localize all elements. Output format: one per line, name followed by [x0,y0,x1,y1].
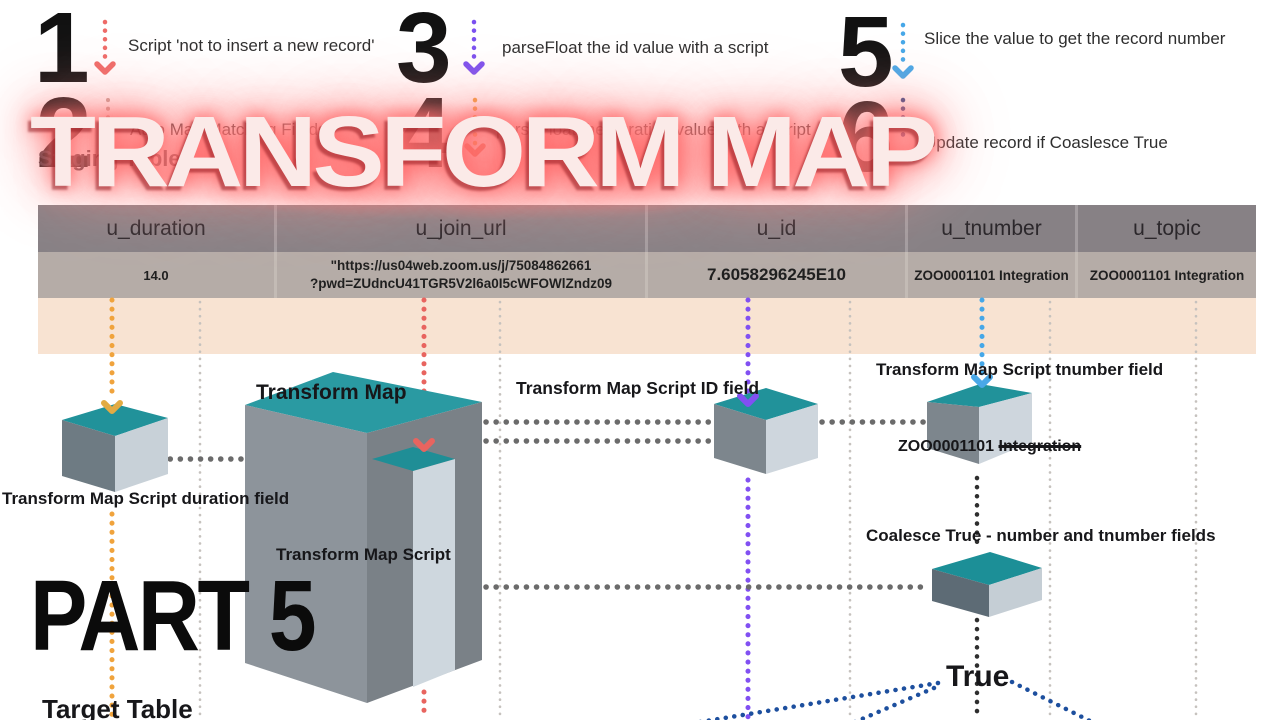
cell-text: 14.0 [143,267,169,283]
step3-arrowhead [463,61,485,75]
cell-u-topic: ZOO0001101 Integration [1075,252,1256,298]
step-1-label: Script 'not to insert a new record' [128,36,375,55]
step-5-label: Slice the value to get the record number [924,29,1226,48]
transform-map-script-label: Transform Map Script [276,545,451,564]
transform-map-cube [245,372,482,703]
part-label: PART 5 [30,560,317,672]
step-3-label: parseFloat the id value with a script [502,38,769,57]
transform-map-script-box [372,447,455,687]
cell-u-duration: 14.0 [38,252,274,298]
tnumber-value-struck: Integration [998,438,1082,455]
step-6-label: Update record if Coaslesce True [924,133,1168,152]
staging-table-value-row: 14.0 "https://us04web.zoom.us/j/75084862… [38,252,1256,298]
step1-arrowhead [94,61,116,75]
col-header-text: u_topic [1133,216,1201,240]
transform-map-label: Transform Map [256,381,407,404]
cell-text-line1: "https://us04web.zoom.us/j/75084862661 [330,257,592,273]
cell-text: ZOO0001101 Integration [914,267,1069,283]
joinurl-arrowhead [413,438,435,452]
true-branch-rays [698,679,1094,720]
coalesce-box [932,552,1042,617]
tnumber-value-label: ZOO0001101 Integration [898,438,1081,456]
cell-u-join-url: "https://us04web.zoom.us/j/75084862661 ?… [274,252,645,298]
true-label: True [946,660,1010,693]
duration-field-cube [62,404,168,492]
target-table-label: Target Table [42,694,193,720]
cell-text: ZOO0001101 Integration [1089,267,1245,283]
tnumber-field-label: Transform Map Script tnumber field [876,360,1164,379]
tnumber-arrowhead [971,374,993,388]
staging-band [38,298,1256,354]
cell-text: 7.6058296245E10 [707,265,846,284]
id-field-cube [714,388,818,474]
cube-connectors [147,419,931,590]
col-header-u-topic: u_topic [1075,205,1256,252]
cell-u-tnumber: ZOO0001101 Integration [905,252,1075,298]
duration-field-label: Transform Map Script duration field [2,489,290,508]
coalesce-label: Coalesce True - number and tnumber field… [866,526,1216,545]
step5-arrowhead [892,65,914,79]
page-title: TRANSFORM MAP [30,96,938,208]
cell-text-line2: ?pwd=ZUdncU41TGR5V2l6a0I5cWFOWlZndz09 [310,276,612,291]
tnumber-field-cube [927,384,1032,464]
id-field-label: Transform Map Script ID field [516,378,760,398]
tnumber-value-prefix: ZOO0001101 [898,438,999,455]
cell-u-id: 7.6058296245E10 [645,252,905,298]
id-arrowhead [737,393,759,407]
duration-arrowhead [101,400,123,414]
